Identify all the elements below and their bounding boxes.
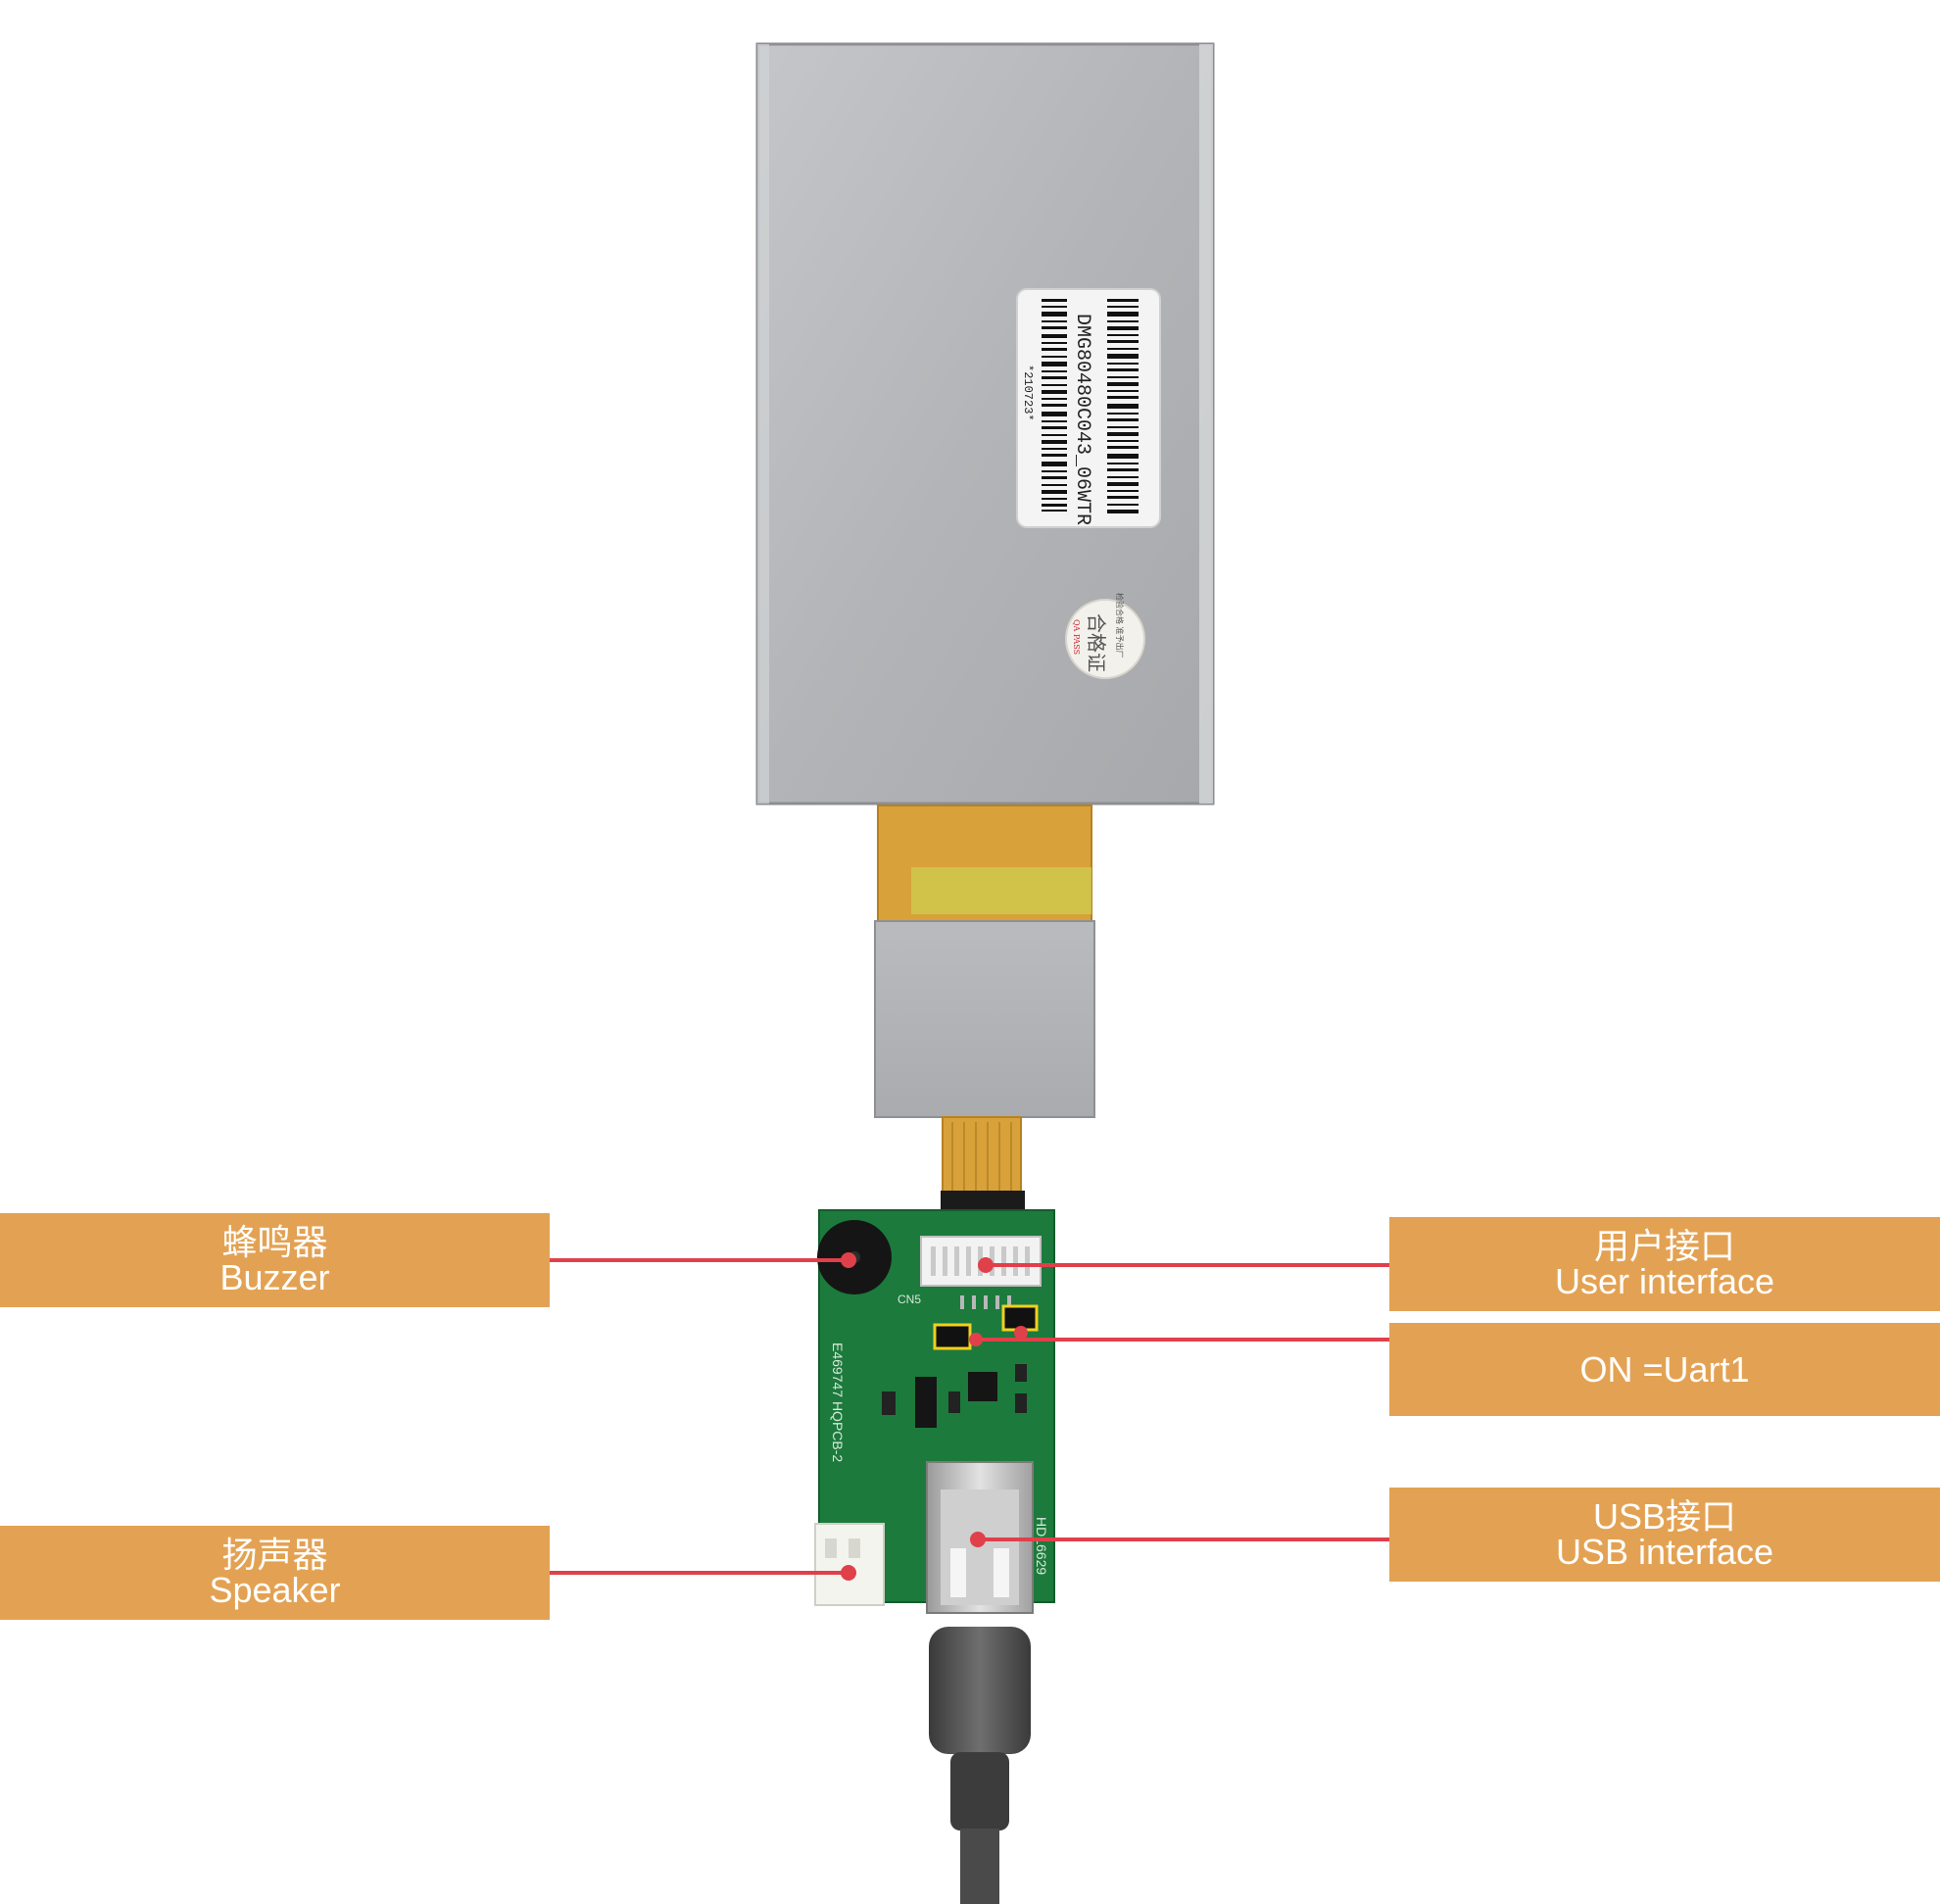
usb-interface-label-en: USB interface [1555, 1532, 1774, 1572]
buzzer-label-en: Buzzer [219, 1257, 330, 1297]
diode [915, 1377, 937, 1428]
lcd-frame-edge-left [757, 44, 769, 804]
usb-cable [929, 1627, 1031, 1904]
usb-cable-wire [960, 1829, 999, 1904]
user-interface-label-en: User interface [1554, 1261, 1775, 1301]
qc-sticker-pass: QA PASS [1072, 619, 1081, 655]
flex-cable-bottom [942, 1116, 1022, 1195]
pcb-board: CN5 E469747 HQPCB-2 HDL6629 [814, 1209, 1055, 1614]
leader-dot-user-interface [978, 1257, 994, 1273]
user-interface-label-cn: 用户接口 [1593, 1226, 1735, 1266]
leader-dot-uart-rx [1014, 1326, 1028, 1340]
serial-text: *210723* [1021, 365, 1035, 421]
leader-dot-speaker [841, 1565, 856, 1581]
usb-interface-label-cn: USB接口 [1592, 1496, 1737, 1537]
usb-tongue-right [994, 1548, 1009, 1597]
barcode-text: DMG80480C043_06WTR [1071, 314, 1093, 525]
pcb-marking-cn: CN5 [897, 1293, 921, 1306]
leader-dot-buzzer [841, 1252, 856, 1268]
smd-part-2 [882, 1391, 896, 1415]
uart-label: ON =Uart1 [1579, 1348, 1750, 1390]
buzzer-callout: 蜂鸣器 Buzzer [0, 1213, 550, 1307]
uart-callout: ON =Uart1 [1389, 1323, 1940, 1416]
barcode-bars-left [1042, 299, 1067, 512]
uart-jumper-rx [1001, 1304, 1039, 1332]
speaker-connector [814, 1523, 885, 1606]
usb-plug-strain-relief [950, 1752, 1009, 1831]
smd-part-4 [1015, 1393, 1027, 1413]
buzzer-label-cn: 蜂鸣器 [221, 1222, 328, 1262]
speaker-label-cn: 扬声器 [221, 1535, 328, 1575]
leader-lines [550, 1258, 1389, 1575]
uart-jumper-tx [933, 1323, 972, 1350]
lcd-frame-edge-right [1199, 44, 1213, 804]
leader-dot-uart-tx [969, 1333, 983, 1346]
flex-cable-traces [951, 1122, 1012, 1191]
usb-interface-callout: USB接口 USB interface [1389, 1488, 1940, 1582]
header-pins [960, 1295, 1011, 1309]
ic-chip [968, 1372, 997, 1401]
driver-board-shield [874, 920, 1095, 1118]
speaker-connector-pin-2 [849, 1538, 860, 1558]
lcd-module: DMG80480C043_06WTR *210723* 合格证 检验合格 准予出… [755, 42, 1215, 806]
pcb-marking-right: HDL6629 [1034, 1517, 1049, 1575]
speaker-callout: 扬声器 Speaker [0, 1526, 550, 1620]
usb-plug-head [929, 1627, 1031, 1754]
qc-sticker-top: 检验合格 准予出厂 [1115, 593, 1125, 659]
leader-dots [841, 1252, 1028, 1581]
user-interface-callout: 用户接口 User interface [1389, 1217, 1940, 1311]
barcode-label: DMG80480C043_06WTR *210723* [1016, 288, 1161, 528]
flex-cable-assembly [874, 805, 1095, 1230]
qc-sticker: 合格证 检验合格 准予出厂 QA PASS [1065, 593, 1145, 679]
flex-cable-stripe [911, 867, 1091, 914]
barcode-bars-right [1107, 299, 1139, 513]
qc-sticker-main: 合格证 [1085, 613, 1108, 672]
smd-part-3 [1015, 1364, 1027, 1382]
speaker-connector-pin-1 [825, 1538, 837, 1558]
usb-tongue-left [950, 1548, 966, 1597]
leader-dot-usb [970, 1532, 986, 1547]
pcb-marking-left: E469747 HQPCB-2 [830, 1343, 846, 1462]
speaker-label-en: Speaker [209, 1570, 341, 1610]
smd-part-1 [948, 1391, 960, 1413]
